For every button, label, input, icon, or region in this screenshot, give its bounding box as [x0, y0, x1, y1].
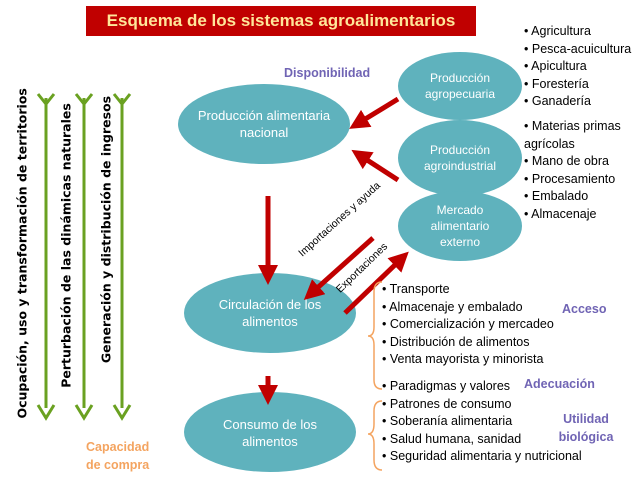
list-item: Embalado: [524, 188, 636, 206]
list-item: Apicultura: [524, 58, 631, 76]
label-acceso: Acceso: [562, 302, 607, 316]
list-item: Distribución de alimentos: [382, 334, 554, 352]
node-consumo-label: Consumo de los alimentos: [223, 417, 317, 449]
list-item: Almacenaje: [524, 206, 636, 224]
consumo-list: Paradigmas y valores Patrones de consumo…: [382, 378, 582, 466]
list-item: Agricultura: [524, 23, 631, 41]
arrow-importaciones: [303, 236, 375, 301]
node-agroindustrial-label: Producción agroindustrial: [423, 143, 497, 173]
brace-circulacion: [367, 281, 383, 390]
agropecuaria-list: Agricultura Pesca-acuicultura Apicultura…: [524, 23, 631, 111]
green-arrow-1: [36, 93, 56, 421]
list-item: Ganadería: [524, 93, 631, 111]
list-item: Forestería: [524, 76, 631, 94]
list-item: Comercialización y mercadeo: [382, 316, 554, 334]
node-agropecuaria-shape: [398, 52, 522, 120]
list-item: Transporte: [382, 281, 554, 299]
green-arrow-3: [112, 93, 132, 421]
factor-2: Perturbación de las dinámicas naturales: [58, 103, 74, 388]
page-title: Esquema de los sistemas agroalimentarios: [86, 6, 476, 36]
node-nacional-shape: [178, 84, 350, 164]
green-arrow-2: [74, 93, 94, 421]
list-item: Soberanía alimentaria: [382, 413, 582, 431]
node-mercado-label: Mercado alimentario externo: [430, 203, 490, 249]
brace-consumo: [367, 400, 383, 471]
arrow-exportaciones: [343, 251, 409, 315]
node-circulacion-label: Circulación de los alimentos: [218, 297, 322, 329]
arrow-agroindustrial: [351, 149, 400, 183]
list-item: Mano de obra: [524, 153, 636, 171]
list-item: Procesamiento: [524, 171, 636, 189]
list-item: Venta mayorista y minorista: [382, 351, 554, 369]
node-agroindustrial-shape: [398, 120, 522, 196]
list-item: Seguridad alimentaria y nutricional: [382, 448, 582, 466]
factor-3: Generación y distribución de ingresos: [98, 95, 114, 364]
node-mercado-shape: [398, 191, 522, 261]
node-nacional-label: Producción alimentaria nacional: [197, 108, 331, 140]
list-item: Almacenaje y embalado: [382, 299, 554, 317]
list-item: Patrones de consumo: [382, 396, 582, 414]
factor-1: Ocupación, uso y transformación de terri…: [14, 88, 30, 419]
circulacion-list: Transporte Almacenaje y embalado Comerci…: [382, 281, 554, 369]
node-consumo-shape: [184, 392, 356, 472]
node-agropecuaria-label: Producción agropecuaria: [424, 71, 496, 101]
agroindustrial-list: Materias primas agrícolas Mano de obra P…: [524, 118, 636, 223]
arrow-agropecuaria: [349, 96, 400, 129]
label-capacidad: Capacidad de compra: [86, 440, 150, 472]
list-item: Salud humana, sanidad: [382, 431, 582, 449]
list-item: Pesca-acuicultura: [524, 41, 631, 59]
label-disponibilidad: Disponibilidad: [284, 66, 371, 80]
list-item: Paradigmas y valores: [382, 378, 582, 396]
list-item: Materias primas agrícolas: [524, 118, 636, 153]
